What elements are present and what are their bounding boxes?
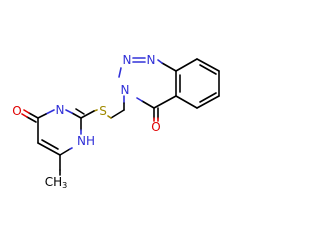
atom-n1: N [147,53,156,67]
methyl-subscript: 3 [62,181,67,190]
atom-n4: N [56,103,65,117]
atom-methyl: CH3 [45,175,68,190]
atom-nh: NH [77,134,95,148]
atom-n2: N [123,53,132,67]
benzene-ring [175,58,220,109]
atom-o-carbonyl-pyrimidinone: O [12,104,21,118]
atom-sulfur: S [99,104,107,118]
methylene-thio-linker [80,95,125,119]
structure-canvas: N N N O S N NH O CH3 [12,53,220,190]
triazinone-ring [118,57,177,122]
methyl-label: CH [45,175,62,189]
molecule-structure: N N N O S N NH O CH3 [12,53,220,190]
atom-o-carbonyl-triazinone: O [151,120,160,134]
pyrimidinone-ring [21,108,85,176]
atom-n3: N [121,83,130,97]
